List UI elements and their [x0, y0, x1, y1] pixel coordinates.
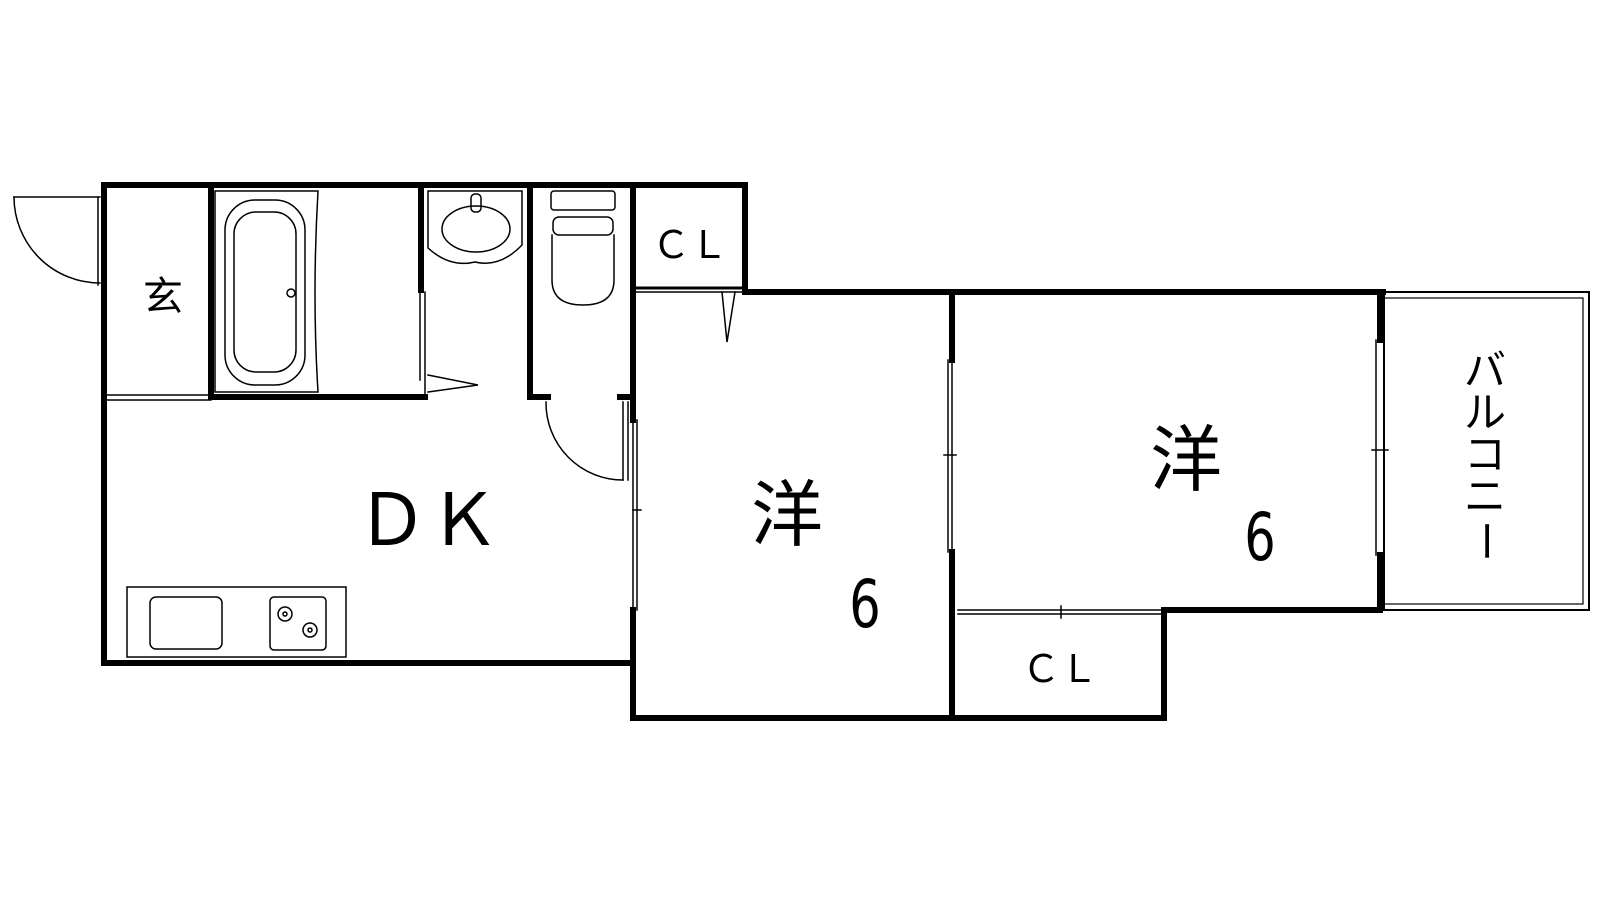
balcony-char: コ [1464, 430, 1506, 479]
kitchen-counter [126, 586, 347, 658]
label-room2: 洋 [1150, 418, 1222, 502]
label-room2-size: 6 [1244, 499, 1276, 576]
bath-door [427, 374, 479, 393]
interior-walls [208, 182, 955, 721]
label-closet-top: ＣＬ [652, 223, 728, 267]
wash-basin [427, 190, 523, 265]
bathtub [214, 190, 319, 393]
toilet-door [545, 401, 629, 481]
entrance-door [13, 196, 101, 284]
stove [269, 596, 327, 651]
label-entrance: 玄 [143, 274, 183, 320]
balcony [1383, 291, 1590, 611]
label-room1: 洋 [751, 473, 823, 557]
toilet [550, 190, 616, 306]
label-dk: ＤＫ [356, 478, 500, 562]
label-room1-size: 6 [849, 566, 881, 643]
balcony-char: ー [1461, 520, 1510, 562]
label-balcony: バ ル コ ニ ー [1461, 346, 1510, 562]
label-closet-bottom: ＣＬ [1022, 647, 1098, 691]
balcony-char: ル [1464, 388, 1506, 437]
kitchen-sink [149, 596, 223, 650]
balcony-char: バ [1464, 346, 1506, 395]
balcony-char: ニ [1464, 472, 1506, 521]
